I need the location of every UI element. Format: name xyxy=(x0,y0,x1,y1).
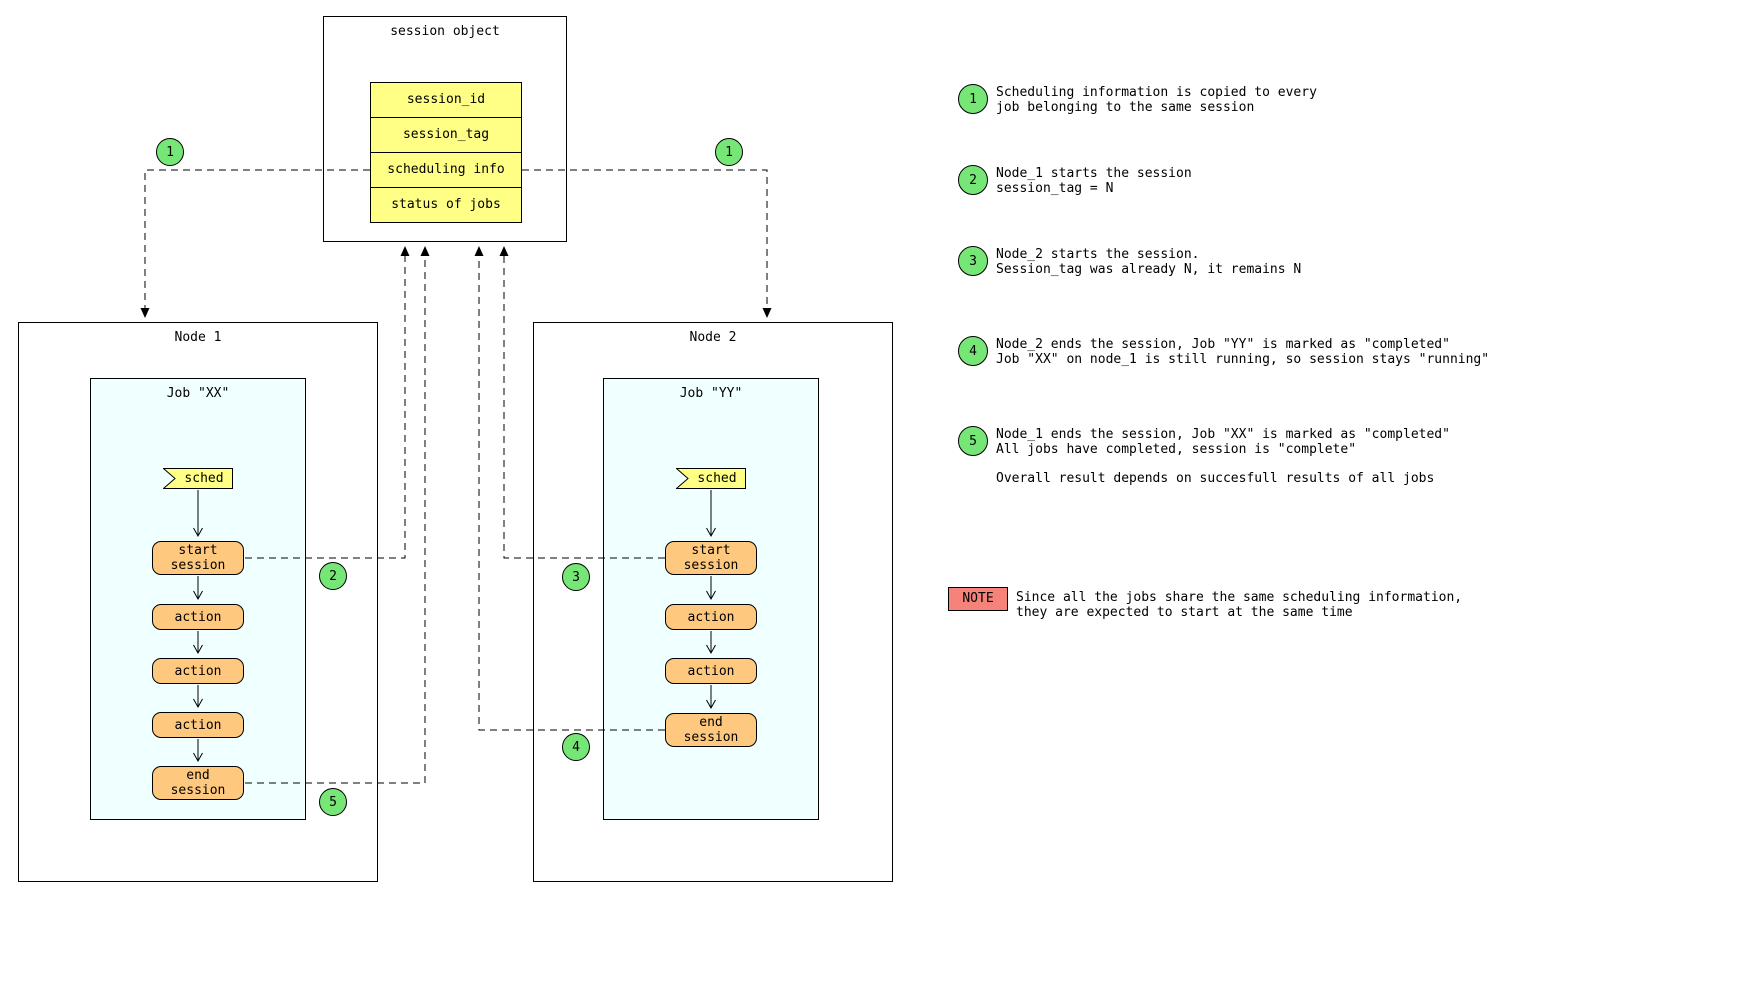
job-yy-step-action-2: action xyxy=(665,658,757,684)
session-table-row-scheduling-info: scheduling info xyxy=(371,153,521,188)
session-table-row-status-of-jobs: status of jobs xyxy=(391,197,501,212)
job-xx-step-action-3: action xyxy=(152,712,244,738)
note-text: Since all the jobs share the same schedu… xyxy=(1016,590,1463,620)
job-yy-title: Job "YY" xyxy=(679,386,743,401)
job-yy-step-start-session: start session xyxy=(665,541,757,575)
node2-title: Node 2 xyxy=(689,330,737,345)
session-table: session_id session_tag scheduling info s… xyxy=(370,82,522,223)
annotation-1-circle: 1 xyxy=(958,84,988,114)
flag-shape xyxy=(676,468,746,489)
flag-shape xyxy=(163,468,233,489)
session-object-title: session object xyxy=(390,24,500,39)
node1-title: Node 1 xyxy=(174,330,222,345)
annotation-1-text: Scheduling information is copied to ever… xyxy=(996,85,1317,115)
marker-2: 2 xyxy=(319,562,347,590)
job-yy-sched-label: sched xyxy=(697,471,737,486)
annotation-4-text: Node_2 ends the session, Job "YY" is mar… xyxy=(996,337,1490,367)
job-xx-title: Job "XX" xyxy=(166,386,230,401)
note-badge: NOTE xyxy=(948,587,1008,611)
job-xx-box xyxy=(90,378,306,820)
annotation-4: 4 Node_2 ends the session, Job "YY" is m… xyxy=(958,336,1489,367)
job-xx-step-end-session: end session xyxy=(152,766,244,800)
job-xx-step-start-session: start session xyxy=(152,541,244,575)
annotation-3-circle: 3 xyxy=(958,246,988,276)
annotation-3: 3 Node_2 starts the session. Session_tag… xyxy=(958,246,1301,277)
job-yy-step-action-1: action xyxy=(665,604,757,630)
annotation-2-text: Node_1 starts the session session_tag = … xyxy=(996,166,1192,196)
marker-4: 4 xyxy=(562,733,590,761)
overall-result-note: Overall result depends on succesfull res… xyxy=(996,471,1435,486)
job-yy-box xyxy=(603,378,819,820)
job-yy-sched-flag: sched xyxy=(676,468,746,489)
annotation-5-text: Node_1 ends the session, Job "XX" is mar… xyxy=(996,427,1450,457)
annotation-5: 5 Node_1 ends the session, Job "XX" is m… xyxy=(958,426,1450,457)
job-xx-sched-label: sched xyxy=(184,471,224,486)
job-xx-step-action-2: action xyxy=(152,658,244,684)
marker-5: 5 xyxy=(319,788,347,816)
job-xx-sched-flag: sched xyxy=(163,468,233,489)
marker-1-right: 1 xyxy=(715,138,743,166)
job-xx-step-action-1: action xyxy=(152,604,244,630)
annotation-4-circle: 4 xyxy=(958,336,988,366)
session-table-row-session-tag: session_tag xyxy=(371,118,521,153)
annotation-5-circle: 5 xyxy=(958,426,988,456)
session-table-row-session-id: session_id xyxy=(371,83,521,118)
annotation-2: 2 Node_1 starts the session session_tag … xyxy=(958,165,1192,196)
marker-1-left: 1 xyxy=(156,138,184,166)
job-yy-step-end-session: end session xyxy=(665,713,757,747)
annotation-1: 1 Scheduling information is copied to ev… xyxy=(958,84,1317,115)
annotation-3-text: Node_2 starts the session. Session_tag w… xyxy=(996,247,1302,277)
annotation-2-circle: 2 xyxy=(958,165,988,195)
marker-3: 3 xyxy=(562,563,590,591)
